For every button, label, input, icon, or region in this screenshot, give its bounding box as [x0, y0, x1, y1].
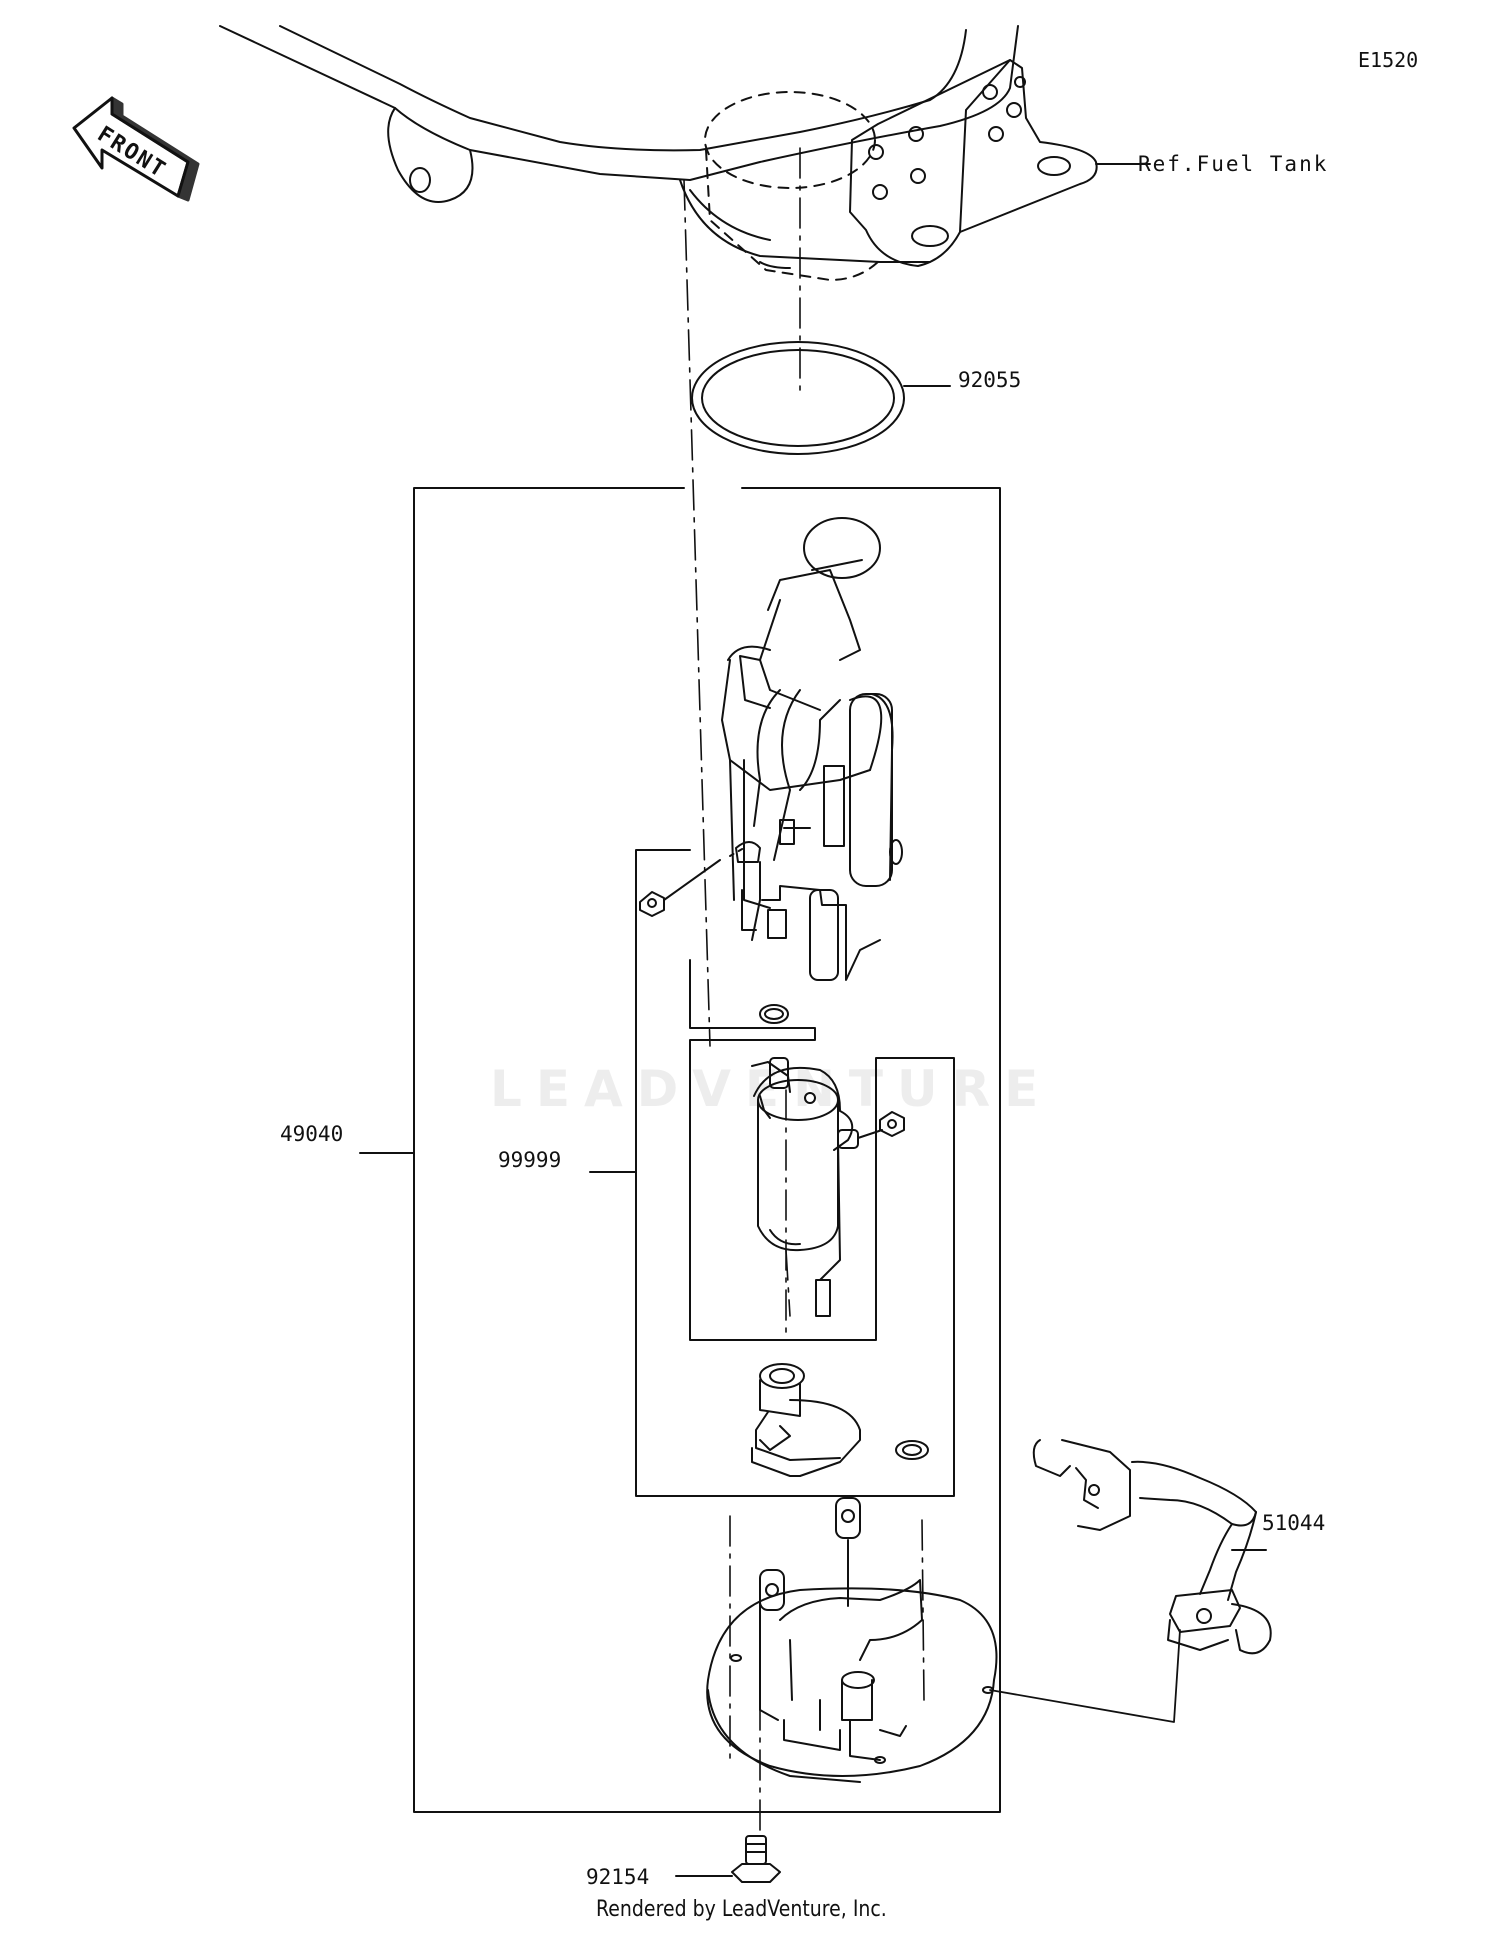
pump-motor [751, 1057, 905, 1317]
footer-credit: Rendered by LeadVenture, Inc. [596, 1897, 887, 1922]
part-label-99999: 99999 [498, 1148, 562, 1172]
ref-fuel-tank-label: Ref.Fuel Tank [1138, 152, 1329, 176]
oring-92055 [691, 341, 951, 455]
pump-base-plate [706, 1497, 1181, 1783]
front-arrow-icon: FRONT [72, 96, 200, 202]
small-oring [759, 1004, 789, 1024]
part-label-92154: 92154 [586, 1865, 650, 1889]
part-label-92055: 92055 [958, 368, 1022, 392]
bolt-92154 [675, 1835, 781, 1883]
fuel-tank [219, 25, 1151, 281]
frame-49040 [359, 487, 1001, 1813]
fuel-pump-upper [721, 517, 903, 981]
filter-regulator [751, 1363, 929, 1477]
screw-upper [639, 847, 745, 917]
frame-99999 [589, 849, 955, 1497]
part-label-49040: 49040 [280, 1122, 344, 1146]
diagram-code: E1520 [1358, 48, 1419, 72]
part-label-51044: 51044 [1262, 1511, 1326, 1535]
center-lines [683, 147, 925, 1831]
fuel-hose-51044 [1032, 1439, 1272, 1655]
